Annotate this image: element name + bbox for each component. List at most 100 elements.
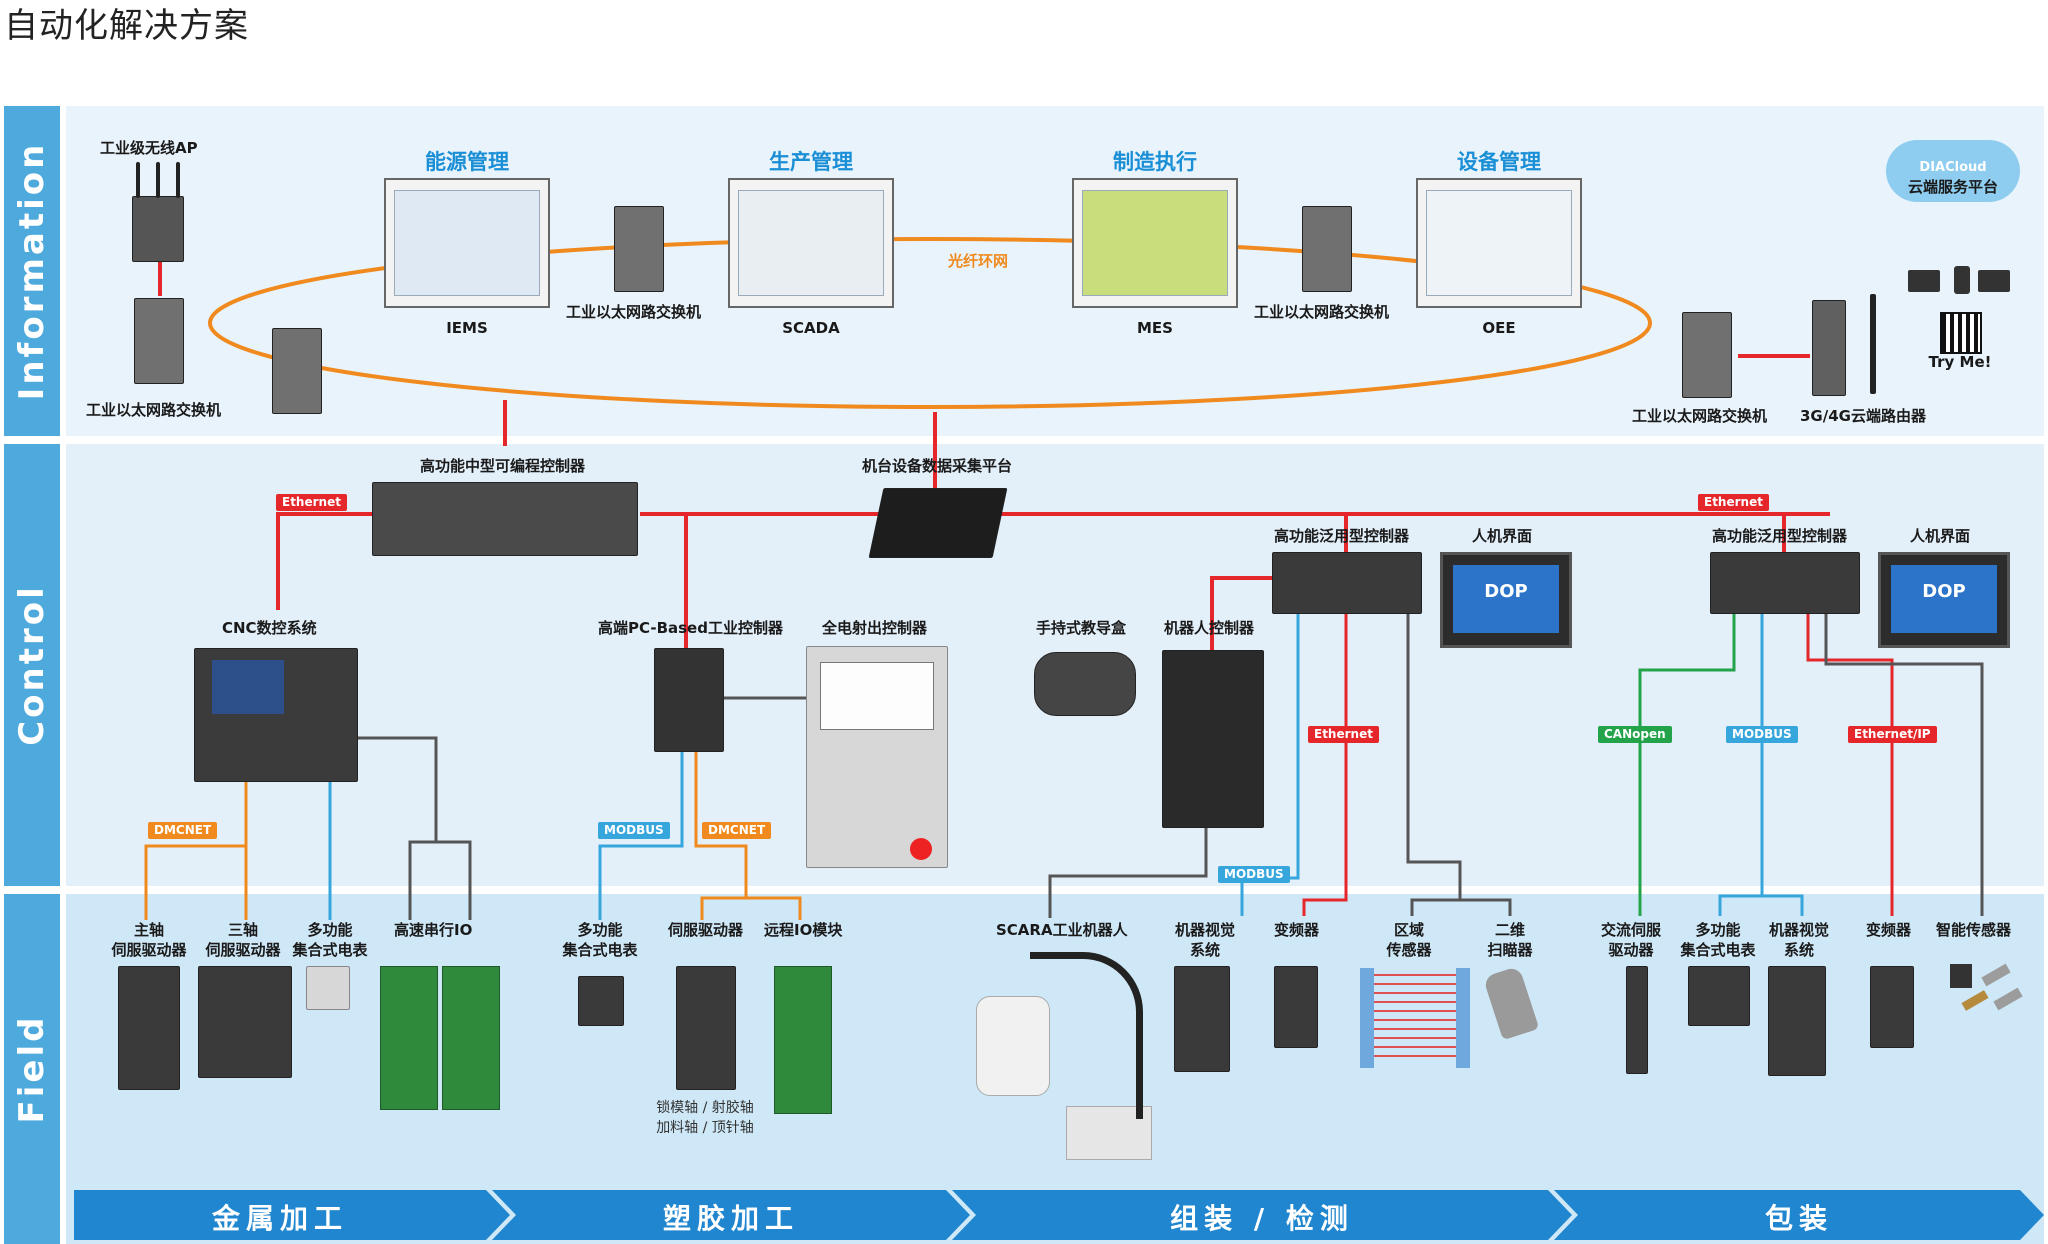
area-sensor-label: 区域传感器 (1386, 921, 1432, 959)
dmcnet-tag: DMCNET (702, 822, 772, 839)
ethernet-switch (134, 298, 184, 384)
servo-axis-note: 锁模轴 / 射胶轴加料轴 / 顶针轴 (656, 1100, 754, 1136)
general-controller (1710, 552, 1860, 614)
serial-io-board (442, 966, 500, 1110)
area-sensor-right (1456, 968, 1470, 1068)
industry-packaging: 包装 (1764, 1202, 1833, 1235)
ethernet-bus-left (276, 512, 372, 610)
industry-metal: 金属加工 (211, 1202, 348, 1235)
pc-modbus (598, 752, 684, 920)
remote-io-module (774, 966, 832, 1114)
industry-arrow-metal (74, 1190, 510, 1240)
mes-label: MES (1137, 319, 1173, 337)
router-label: 3G/4G云端路由器 (1800, 407, 1926, 425)
ethernet-switch (614, 206, 664, 292)
area-sensor-beams (1374, 974, 1456, 1062)
ap-antenna-1 (136, 162, 140, 198)
field-band-label: Field (4, 894, 60, 1244)
oee-label: OEE (1482, 319, 1516, 337)
scara-label: SCARA工业机器人 (996, 921, 1128, 939)
ac-servo-drive (1626, 966, 1648, 1074)
mid-range-plc (372, 482, 638, 556)
area-sensor-left (1360, 968, 1374, 1068)
industry-arrow-packaging (1554, 1190, 2044, 1240)
switch-label: 工业以太网路交换机 (1254, 303, 1390, 321)
emergency-stop-icon (910, 838, 932, 860)
vision-system (1174, 966, 1230, 1072)
switch-label: 工业以太网路交换机 (86, 401, 222, 419)
gc1-io (1406, 614, 1462, 916)
vision-system (1768, 966, 1826, 1076)
dmcnet-tag: DMCNET (148, 822, 218, 839)
vision-system-label: 机器视觉系统 (1768, 921, 1829, 959)
wireless-ap-label: 工业级无线AP (100, 139, 198, 157)
spindle-drive-label: 主轴伺服驱动器 (111, 921, 187, 959)
vfd (1274, 966, 1318, 1048)
mes-screen (1072, 178, 1238, 308)
ethernet-switch (1682, 312, 1732, 398)
modbus-tag: MODBUS (1218, 866, 1290, 883)
collector-label: 机台设备数据采集平台 (862, 457, 1013, 475)
gc2-ethernetip (1806, 614, 1894, 916)
industry-plastic: 塑胶加工 (662, 1202, 799, 1235)
vfd-label: 变频器 (1274, 921, 1320, 939)
modbus-tag: MODBUS (1726, 726, 1798, 743)
industry-arrow-plastic (492, 1190, 970, 1240)
cnc-dmcnet (144, 782, 248, 920)
gc1-to-robot (1210, 576, 1272, 650)
power-meter (1688, 966, 1750, 1026)
general-controller-label: 高功能泛用型控制器 (1274, 527, 1410, 545)
data-collector (868, 488, 1008, 558)
ac-servo-drive-label: 交流伺服驱动器 (1600, 921, 1661, 959)
pc-dmcnet-b (746, 896, 802, 920)
robot-to-scara (1048, 828, 1208, 918)
wireless-ap (132, 196, 184, 262)
modbus-tag: MODBUS (598, 822, 670, 839)
ethernet-ip-tag: Ethernet/IP (1848, 726, 1937, 743)
control-band-label: Control (4, 444, 60, 886)
dop-hmi: DOP (1440, 552, 1572, 648)
dop-hmi: DOP (1878, 552, 2010, 648)
fiber-ring (208, 237, 1652, 409)
serial-io-label: 高速串行IO (394, 921, 473, 939)
cnc-screen (212, 660, 284, 714)
robot-controller-label: 机器人控制器 (1164, 619, 1255, 637)
general-controller-label: 高功能泛用型控制器 (1712, 527, 1848, 545)
pendant-label: 手持式教导盒 (1036, 619, 1127, 637)
servo-drive-label: 伺服驱动器 (668, 921, 744, 939)
servo-drive (676, 966, 736, 1090)
fiber-ring-label: 光纤环网 (948, 252, 1009, 270)
smart-sensor-icon (1950, 964, 1972, 988)
industry-arrows (74, 1190, 2044, 1240)
canopen-tag: CANopen (1598, 726, 1672, 743)
information-band-label: Information (4, 106, 60, 436)
header-equipment: 设备管理 (1457, 150, 1541, 174)
ethernet-tag: Ethernet (1698, 494, 1769, 511)
cnc-label: CNC数控系统 (222, 619, 317, 637)
laptop-icon (1908, 270, 1940, 292)
switch-label: 工业以太网路交换机 (1632, 407, 1768, 425)
power-meter (306, 966, 350, 1010)
three-axis-servo-drive (198, 966, 292, 1078)
general-controller (1272, 552, 1422, 614)
header-execution: 制造执行 (1113, 150, 1197, 174)
remote-io-label: 远程IO模块 (764, 921, 843, 939)
try-me-link[interactable]: Try Me! (1928, 353, 1992, 371)
gc2-modbus (1718, 614, 1764, 916)
power-meter-label: 多功能集合式电表 (562, 921, 638, 959)
ethernet-tag: Ethernet (276, 494, 347, 511)
vision-system-label: 机器视觉系统 (1174, 921, 1235, 959)
three-axis-drive-label: 三轴伺服驱动器 (205, 921, 281, 959)
smart-sensor-label: 智能传感器 (1936, 921, 2012, 939)
phone-icon (1954, 266, 1970, 294)
hmi-label: 人机界面 (1910, 527, 1971, 545)
robot-controller (1162, 650, 1264, 828)
pc-based-label: 高端PC-Based工业控制器 (598, 619, 783, 637)
ap-antenna-2 (156, 162, 160, 198)
oee-screen (1416, 178, 1582, 308)
teaching-pendant (1034, 652, 1136, 716)
industry-arrow-assembly (952, 1190, 1572, 1240)
cloud-icon (1886, 140, 2020, 202)
scara-robot-cable (1030, 952, 1143, 1119)
ethernet-switch (272, 328, 322, 414)
